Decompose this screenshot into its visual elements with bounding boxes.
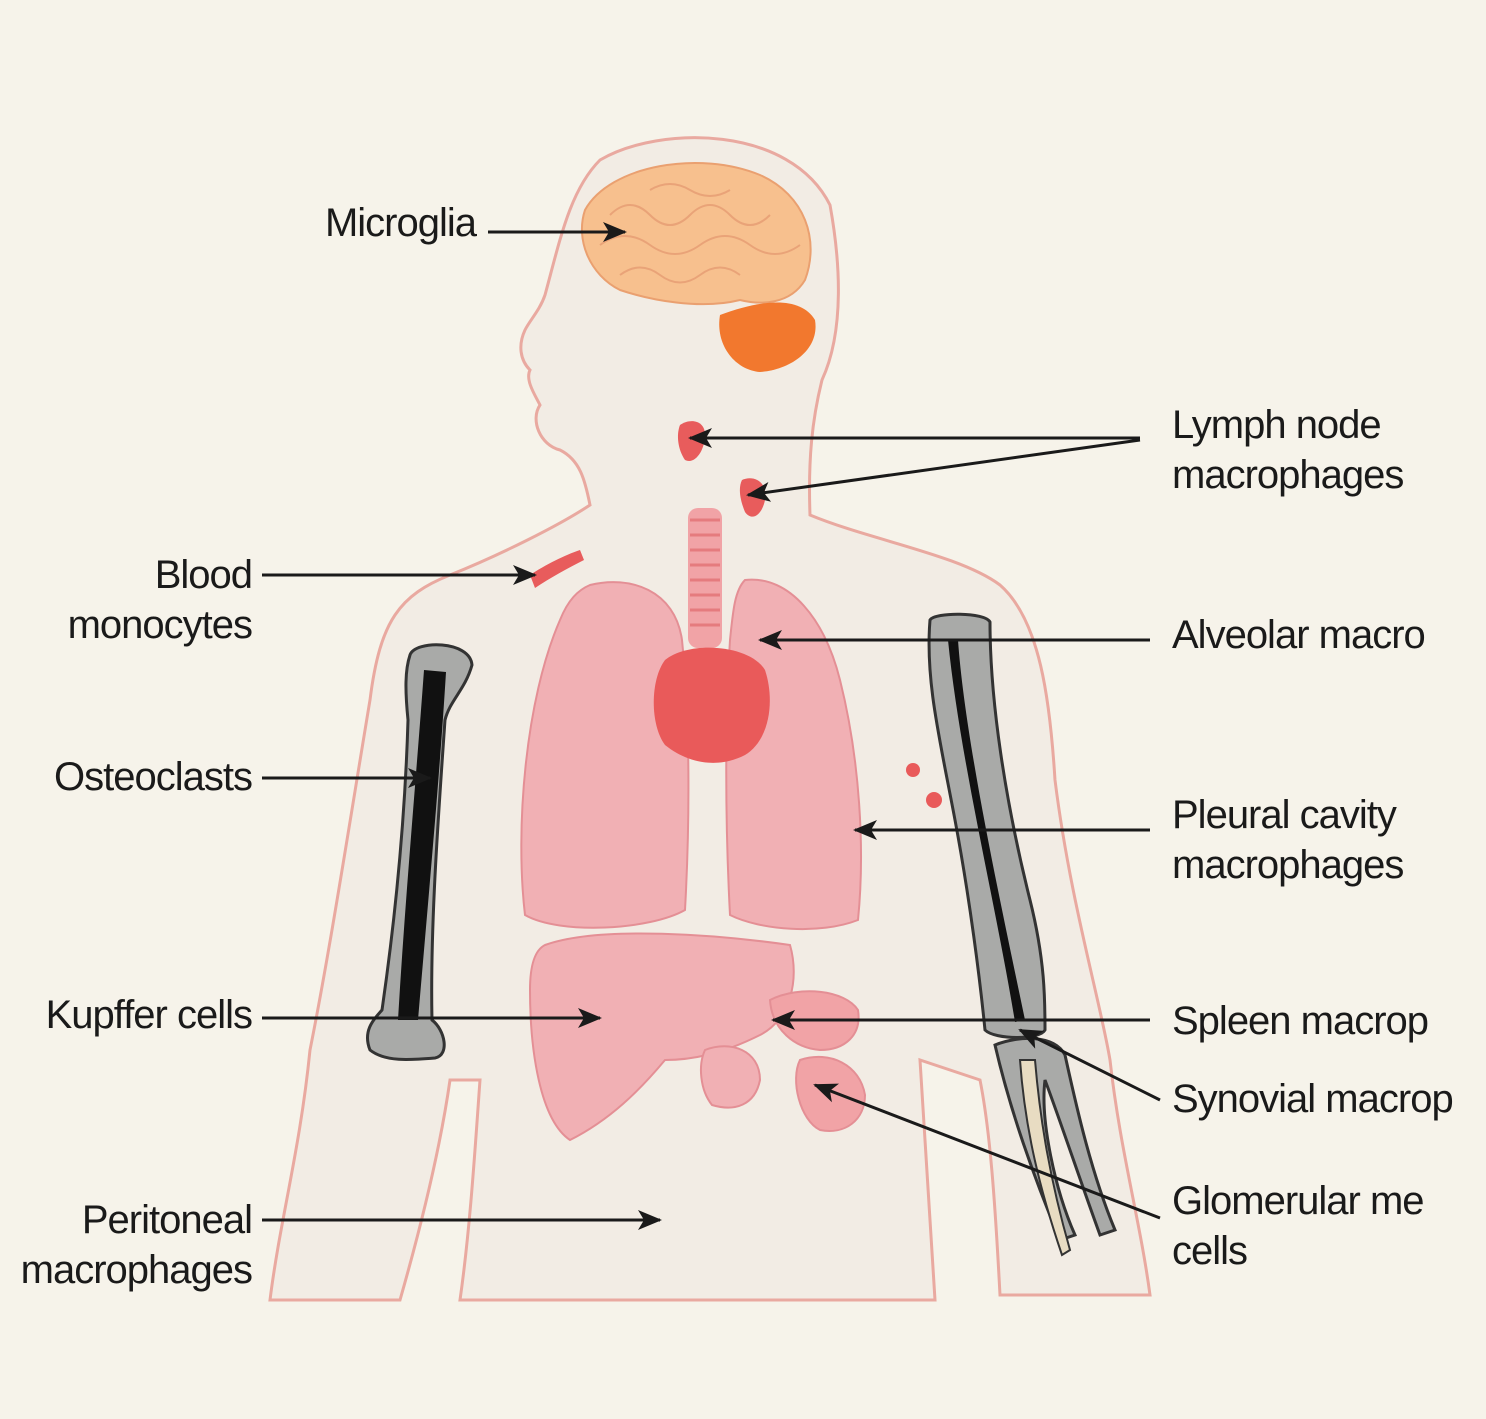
label-microglia-line1: Microglia bbox=[240, 198, 476, 248]
label-blood-line2: monocytes bbox=[20, 600, 252, 650]
label-spleen: Spleen macrop bbox=[1172, 996, 1428, 1046]
label-microglia: Microglia bbox=[240, 198, 476, 248]
heart bbox=[654, 648, 770, 763]
label-peritoneal: Peritoneal macrophages bbox=[0, 1195, 252, 1295]
label-peritoneal-line1: Peritoneal bbox=[0, 1195, 252, 1245]
pleural-dot bbox=[906, 763, 920, 777]
label-glomerular-line1: Glomerular me bbox=[1172, 1176, 1424, 1226]
label-kupffer: Kupffer cells bbox=[0, 990, 252, 1040]
label-blood-line1: Blood bbox=[20, 550, 252, 600]
label-osteoclasts: Osteoclasts bbox=[0, 752, 252, 802]
label-blood-monocytes: Blood monocytes bbox=[20, 550, 252, 650]
label-lymph-node-line2: macrophages bbox=[1172, 450, 1403, 500]
label-alveolar-line1: Alveolar macro bbox=[1172, 610, 1425, 660]
label-synovial: Synovial macrop bbox=[1172, 1074, 1453, 1124]
label-lymph-node: Lymph node macrophages bbox=[1172, 400, 1403, 500]
pleural-dot bbox=[926, 792, 942, 808]
pancreas bbox=[701, 1046, 760, 1107]
brain bbox=[582, 163, 811, 304]
label-glomerular: Glomerular me cells bbox=[1172, 1176, 1424, 1276]
label-peritoneal-line2: macrophages bbox=[0, 1245, 252, 1295]
label-lymph-node-line1: Lymph node bbox=[1172, 400, 1403, 450]
label-spleen-line1: Spleen macrop bbox=[1172, 996, 1428, 1046]
label-kupffer-line1: Kupffer cells bbox=[0, 990, 252, 1040]
label-synovial-line1: Synovial macrop bbox=[1172, 1074, 1453, 1124]
label-pleural: Pleural cavity macrophages bbox=[1172, 790, 1403, 890]
label-pleural-line1: Pleural cavity bbox=[1172, 790, 1403, 840]
label-osteoclasts-line1: Osteoclasts bbox=[0, 752, 252, 802]
label-glomerular-line2: cells bbox=[1172, 1226, 1424, 1276]
label-pleural-line2: macrophages bbox=[1172, 840, 1403, 890]
trachea bbox=[688, 508, 722, 648]
label-alveolar: Alveolar macro bbox=[1172, 610, 1425, 660]
